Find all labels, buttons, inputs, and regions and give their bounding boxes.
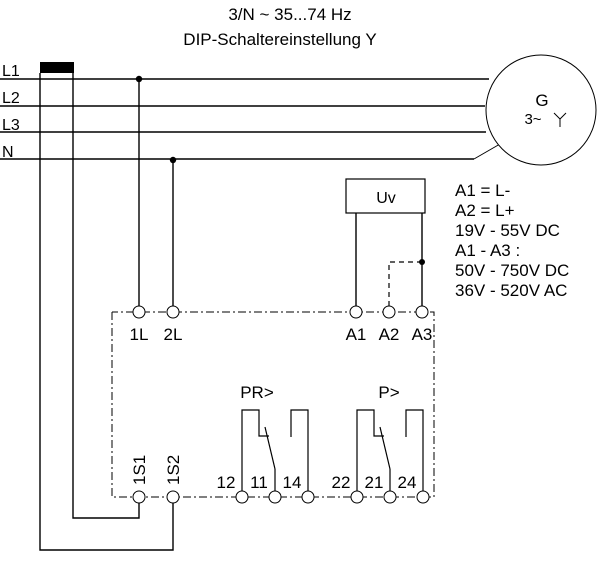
terminal-label-a2: A2 bbox=[379, 325, 400, 344]
terminal-label-22: 22 bbox=[332, 473, 351, 492]
terminal-24 bbox=[416, 490, 430, 504]
terminal-2l bbox=[166, 305, 180, 319]
supply-note: 36V - 520V AC bbox=[455, 281, 567, 300]
supply-note: A1 = L- bbox=[455, 181, 510, 200]
terminal-label-11: 11 bbox=[250, 473, 268, 492]
title-frequency: 3/N ~ 35...74 Hz bbox=[228, 5, 351, 24]
terminal-label-1s2: 1S2 bbox=[164, 455, 183, 485]
terminal-label-a3: A3 bbox=[412, 325, 433, 344]
bus-label-l3: L3 bbox=[2, 117, 20, 134]
supply-note: A1 - A3 : bbox=[455, 241, 520, 260]
bus-label-l1: L1 bbox=[2, 63, 20, 80]
terminal-1l bbox=[132, 305, 146, 319]
title-dip-setting: DIP-Schaltereinstellung Y bbox=[183, 30, 376, 49]
generator-symbol bbox=[485, 54, 597, 166]
terminal-1s2 bbox=[166, 490, 180, 504]
terminal-label-2l: 2L bbox=[164, 325, 183, 344]
supply-voltage-box bbox=[345, 178, 426, 214]
terminal-label-a1: A1 bbox=[346, 325, 367, 344]
bus-label-l2: L2 bbox=[2, 90, 20, 107]
relay-contact-p bbox=[356, 409, 424, 491]
junction-dot-a3 bbox=[419, 259, 425, 265]
terminal-12 bbox=[235, 490, 249, 504]
bus-line-n-slant bbox=[473, 143, 501, 160]
supply-note: 50V - 750V DC bbox=[455, 261, 569, 280]
terminal-label-14: 14 bbox=[283, 473, 302, 492]
terminal-label-21: 21 bbox=[365, 473, 384, 492]
terminal-a2 bbox=[382, 305, 396, 319]
terminal-1s1 bbox=[132, 490, 146, 504]
supply-note: A2 = L+ bbox=[455, 201, 515, 220]
terminal-22 bbox=[350, 490, 364, 504]
wire-ct-1s1 bbox=[72, 73, 140, 519]
generator-phase-label: 3~ bbox=[524, 111, 541, 128]
terminal-11 bbox=[268, 490, 282, 504]
device-enclosure bbox=[111, 311, 435, 498]
supply-notes: A1 = L- A2 = L+ 19V - 55V DC A1 - A3 : 5… bbox=[455, 181, 569, 300]
junction-dot-l1 bbox=[135, 75, 143, 83]
terminal-21 bbox=[383, 490, 397, 504]
relay-contact-pr bbox=[241, 409, 309, 491]
relay-label-p: P> bbox=[378, 383, 399, 402]
wire-ct-1s2 bbox=[39, 73, 174, 551]
terminal-label-24: 24 bbox=[398, 473, 417, 492]
bus-label-n: N bbox=[2, 144, 14, 161]
supply-voltage-label: Uv bbox=[376, 190, 396, 207]
terminal-label-1s1: 1S1 bbox=[130, 455, 149, 485]
terminal-label-12: 12 bbox=[217, 473, 236, 492]
terminal-14 bbox=[301, 490, 315, 504]
terminal-a3 bbox=[415, 305, 429, 319]
wire-uv-a2-dashed bbox=[388, 261, 422, 306]
current-transformer-icon bbox=[40, 62, 74, 73]
terminal-label-1l: 1L bbox=[130, 325, 149, 344]
junction-dot-n bbox=[169, 156, 177, 164]
relay-label-pr: PR> bbox=[240, 383, 274, 402]
generator-label: G bbox=[535, 91, 548, 110]
terminal-a1 bbox=[349, 305, 363, 319]
supply-note: 19V - 55V DC bbox=[455, 221, 560, 240]
star-connection-icon bbox=[553, 112, 567, 127]
